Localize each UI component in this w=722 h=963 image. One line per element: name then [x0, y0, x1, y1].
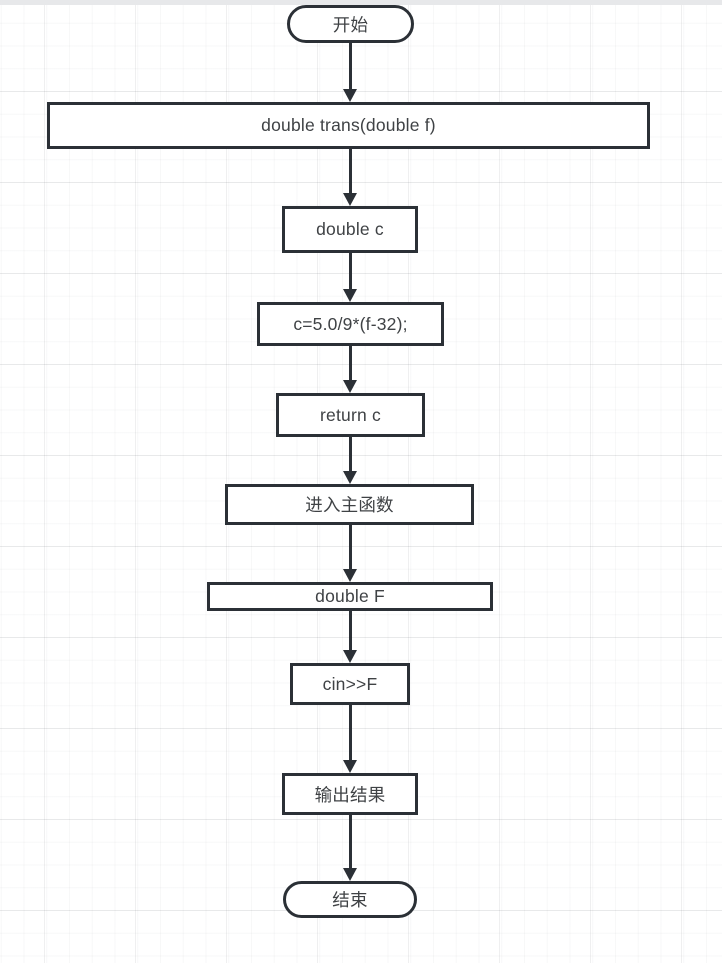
- node-label: cin>>F: [322, 673, 378, 694]
- flow-edge-return-to-main[interactable]: [343, 437, 357, 484]
- flow-edge-start-to-function[interactable]: [343, 43, 357, 102]
- flow-node-compute-c[interactable]: c=5.0/9*(f-32);: [257, 302, 444, 346]
- canvas-top-edge: [0, 0, 722, 5]
- flow-node-input-F[interactable]: cin>>F: [290, 663, 410, 705]
- flow-node-enter-main[interactable]: 进入主函数: [225, 484, 474, 525]
- flow-edge-output-to-end[interactable]: [343, 815, 357, 881]
- node-label: 输出结果: [314, 784, 386, 805]
- node-label: double c: [316, 219, 384, 239]
- flow-edge-declare-c-to-compute[interactable]: [343, 253, 357, 302]
- node-label: double F: [315, 586, 385, 606]
- node-label: return c: [320, 404, 381, 425]
- flow-node-function-signature[interactable]: double trans(double f): [47, 102, 650, 149]
- flow-edge-input-to-output[interactable]: [343, 705, 357, 773]
- flow-edge-main-to-declare-F[interactable]: [343, 525, 357, 582]
- flow-node-return-c[interactable]: return c: [276, 393, 425, 437]
- node-label: 结束: [332, 890, 368, 910]
- flow-node-declare-c[interactable]: double c: [282, 206, 418, 253]
- flow-edge-declare-F-to-input[interactable]: [343, 611, 357, 663]
- flow-edge-compute-to-return[interactable]: [343, 346, 357, 393]
- flow-node-end[interactable]: 结束: [283, 881, 417, 918]
- node-label: 开始: [332, 14, 369, 35]
- flow-node-declare-F[interactable]: double F: [207, 582, 493, 611]
- flow-node-output-result[interactable]: 输出结果: [282, 773, 418, 815]
- node-label: double trans(double f): [261, 115, 436, 135]
- node-label: c=5.0/9*(f-32);: [293, 313, 408, 334]
- node-label: 进入主函数: [305, 495, 394, 515]
- flow-edge-function-to-declare-c[interactable]: [343, 149, 357, 206]
- flow-node-start[interactable]: 开始: [287, 5, 414, 43]
